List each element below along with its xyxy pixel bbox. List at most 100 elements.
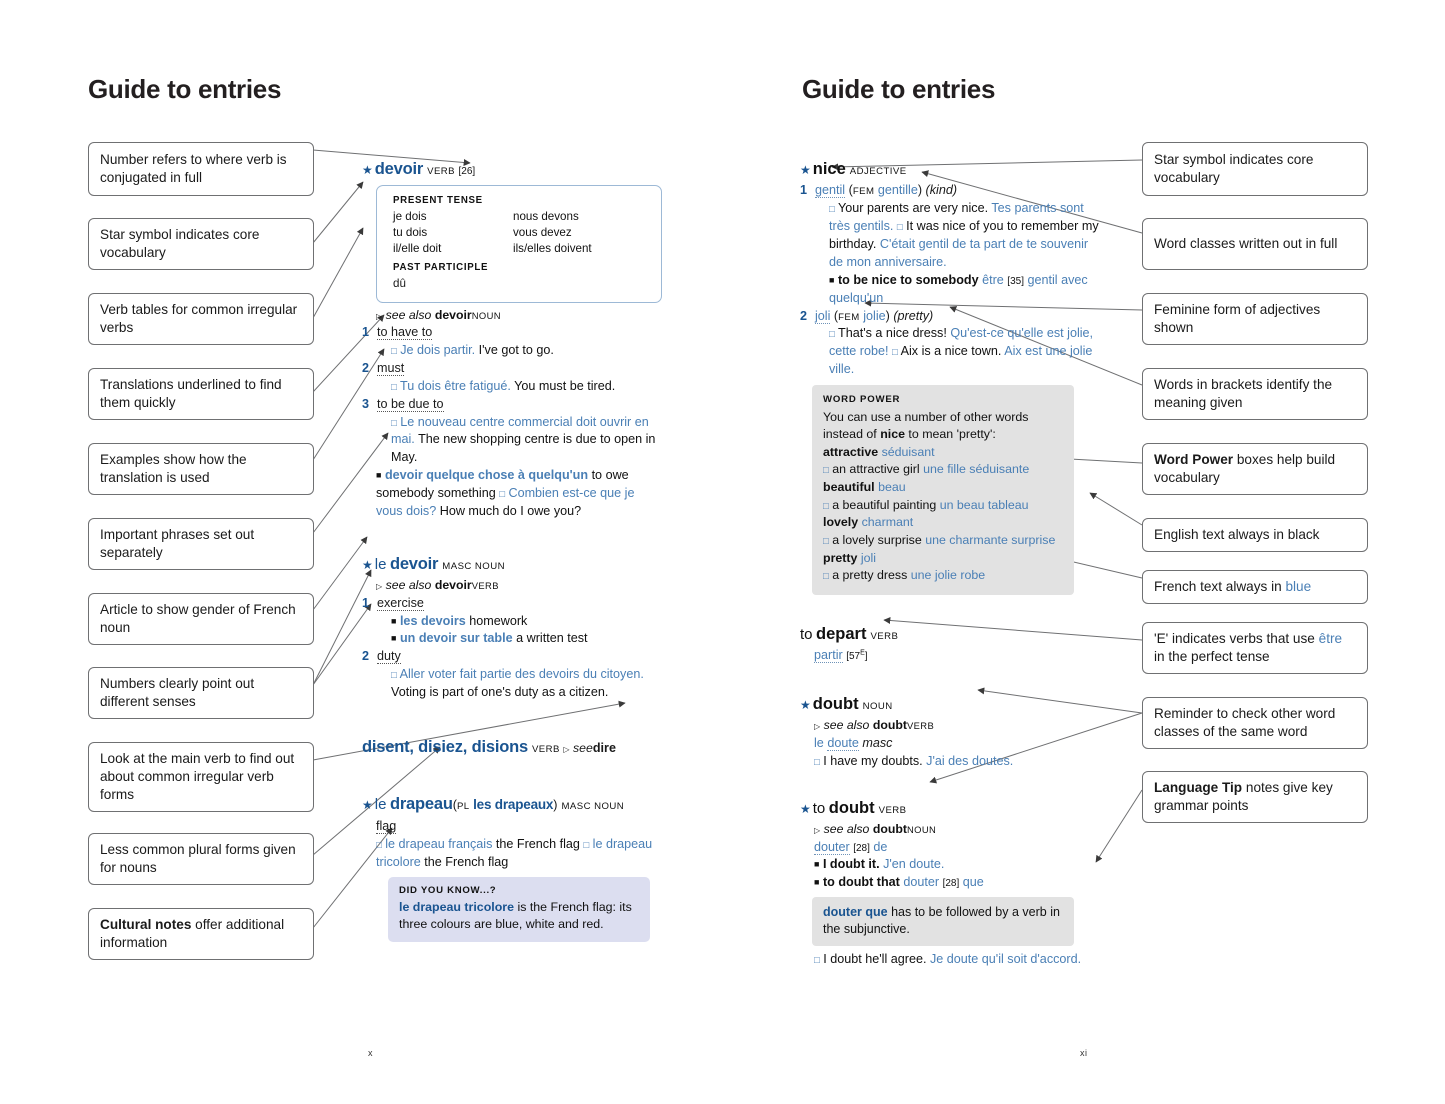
callout-text: Less common plural forms given for nouns — [100, 842, 296, 875]
callout-words-brackets: Words in brackets identify the meaning g… — [1142, 368, 1368, 420]
example-english: Your parents are very nice. — [838, 201, 989, 216]
wp-example-english: a beautiful painting — [832, 497, 937, 512]
example: □ Le nouveau centre commercial doit ouvr… — [391, 414, 662, 468]
verb-table-ref: [57E] — [846, 650, 867, 662]
example-french: C'était gentil de ta part de te souvenir… — [829, 237, 1089, 269]
sense-body: must □ Tu dois être fatigué. You must be… — [377, 360, 662, 396]
phrase-marker-icon: ■ — [376, 470, 382, 481]
verb-table-ref: [35] — [1007, 275, 1024, 287]
word-power-example: □ a lovely surprise une charmante surpri… — [823, 532, 1063, 550]
callout-look-main-verb: Look at the main verb to find out about … — [88, 742, 314, 812]
example-english: That's a nice dress! — [838, 326, 947, 341]
phrase-french: les devoirs — [399, 613, 466, 628]
sense-number: 2 — [362, 360, 370, 375]
wp-example-french: un beau tableau — [939, 497, 1029, 512]
headword: devoir — [374, 160, 424, 178]
article: le — [374, 796, 387, 814]
example-marker-icon: □ — [814, 756, 820, 768]
sense-body: to be due to □ Le nouveau centre commerc… — [377, 396, 662, 468]
page-title-left: Guide to entries — [88, 74, 282, 104]
part-of-speech: VERB — [531, 743, 560, 755]
phrase-english: to doubt that — [822, 875, 900, 890]
phrase-example-french: Combien est-ce que je vous dois? — [376, 486, 635, 518]
did-you-know-box: DID YOU KNOW...? le drapeau tricolore is… — [388, 877, 650, 943]
see-lead: see — [573, 740, 593, 755]
wp-english: pretty — [823, 550, 858, 565]
wp-french: séduisant — [881, 444, 935, 459]
phrase-english: to be nice to somebody — [837, 272, 979, 287]
word-power-row: lovely charmant — [823, 514, 1063, 532]
callout-star-symbol: Star symbol indicates core vocabulary — [88, 218, 314, 270]
phrase-english: homework — [469, 613, 528, 628]
translation: douter — [814, 839, 850, 855]
example-english: the French flag — [424, 854, 509, 869]
phrase: ■ les devoirs homework — [391, 613, 662, 631]
wp-french: beau — [878, 480, 906, 495]
example-french: Aix est une jolie ville. — [829, 344, 1093, 377]
example-marker-icon: □ — [814, 955, 820, 967]
callout-star-symbol: Star symbol indicates core vocabulary — [1142, 142, 1368, 196]
did-you-know-text: is the French flag: its three colours ar… — [399, 900, 632, 932]
triangle-icon: ▷ — [814, 722, 821, 732]
translation: duty — [377, 649, 401, 665]
sense-body: gentil (FEM gentille) (kind) □ Your pare… — [815, 182, 1100, 307]
callout-text: boxes help build vocabulary — [1154, 452, 1336, 485]
headword-line: ★le drapeau(PL les drapeaux)MASC NOUN — [362, 795, 625, 814]
part-of-speech: VERB — [878, 804, 907, 816]
phrase-english: I doubt it. — [822, 857, 880, 872]
phrase-marker-icon: ■ — [829, 274, 835, 285]
example-english: Voting is part of one's duty as a citize… — [391, 685, 609, 700]
phrase-marker-icon: ■ — [814, 877, 820, 888]
callout-blue-word: blue — [1285, 579, 1312, 595]
callout-text: Number refers to where verb is conjugate… — [100, 152, 287, 185]
translation: exercise — [377, 595, 424, 611]
callout-text-after: in the perfect tense — [1154, 649, 1270, 664]
translation: joli — [815, 308, 831, 324]
callout-article-gender: Article to show gender of French noun — [88, 593, 314, 645]
headword: devoir — [389, 554, 439, 573]
callout-text: Reminder to check other word classes of … — [1154, 706, 1336, 739]
example: □ I have my doubts. J'ai des doutes. — [814, 753, 1100, 771]
star-icon: ★ — [362, 557, 373, 572]
sense: 1 exercise ■ les devoirs homework ■ un d… — [362, 595, 662, 649]
see-also-line: ▷ see also devoirVERB — [376, 577, 662, 594]
conjugation: il/elle doit — [393, 241, 442, 255]
part-of-speech: ADJECTIVE — [849, 166, 907, 177]
callout-text: Examples show how the translation is use… — [100, 452, 247, 485]
translation-line: douter [28] de — [814, 839, 1100, 857]
phrase-french: être — [982, 272, 1004, 287]
callout-word-power: Word Power boxes help build vocabulary — [1142, 443, 1368, 495]
example: □ Tu dois être fatigué. You must be tire… — [391, 378, 662, 396]
callout-bold-prefix: Word Power — [1154, 452, 1234, 468]
word-power-row: beautiful beau — [823, 479, 1063, 497]
wp-french: joli — [860, 550, 877, 565]
headword-prefix: to — [800, 625, 813, 643]
callout-text: 'E' indicates verbs that use — [1154, 631, 1319, 647]
callout-bold-prefix: Language Tip — [1154, 780, 1243, 796]
conjugation: ils/elles doivent — [513, 241, 592, 255]
example: □ I doubt he'll agree. Je doute qu'il so… — [814, 951, 1100, 969]
headword: disent, disiez, disions — [362, 737, 528, 756]
see-also-lead: see also — [823, 718, 870, 733]
wp-example-english: a lovely surprise — [832, 532, 922, 547]
example-french: Le nouveau centre commercial doit ouvrir… — [391, 414, 649, 447]
part-of-speech: VERB — [427, 166, 456, 177]
see-also-line: ▷ see also devoirNOUN — [376, 307, 662, 324]
callout-text: Star symbol indicates core vocabulary — [100, 227, 260, 260]
sense: 2 must □ Tu dois être fatigué. You must … — [362, 360, 662, 396]
example-french: Je dois partir. — [400, 343, 476, 358]
past-participle-label: PAST PARTICIPLE — [393, 262, 489, 274]
example-english: You must be tired. — [514, 378, 616, 393]
phrase-english: a written test — [516, 631, 588, 646]
callout-important-phrases: Important phrases set out separately — [88, 518, 314, 570]
example-english: the French flag — [495, 836, 580, 851]
callout-text: notes give key grammar points — [1154, 780, 1333, 813]
word-power-row: attractive séduisant — [823, 444, 1063, 462]
callout-translations-underlined: Translations underlined to find them qui… — [88, 368, 314, 420]
feminine-form: gentille — [877, 183, 918, 198]
example-english: The new shopping centre is due to open i… — [391, 432, 656, 465]
plural-form: les drapeaux — [473, 797, 554, 813]
